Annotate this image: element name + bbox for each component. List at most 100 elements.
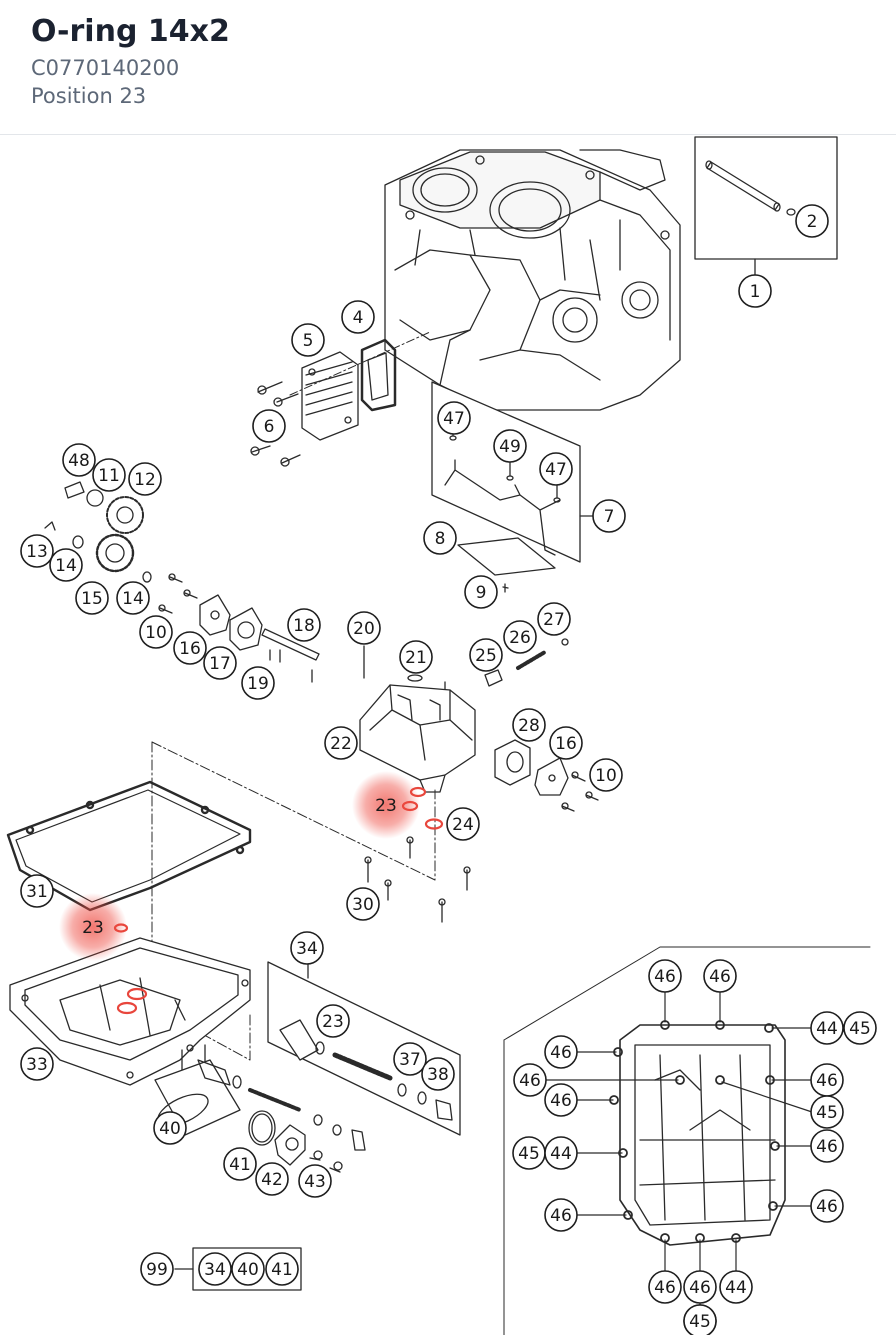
callout-28[interactable]: 28 — [512, 708, 546, 742]
callout-99-label: 99 — [146, 1260, 168, 1280]
callout-43[interactable]: 43 — [298, 1164, 332, 1198]
callout-17[interactable]: 17 — [203, 646, 237, 680]
callout-31[interactable]: 31 — [20, 874, 54, 908]
callout-33[interactable]: 33 — [20, 1047, 54, 1081]
callout-37[interactable]: 37 — [393, 1042, 427, 1076]
callout-16-label: 16 — [179, 639, 201, 659]
callout-26[interactable]: 26 — [503, 620, 537, 654]
callout-20[interactable]: 20 — [347, 611, 381, 645]
callout-47-label: 47 — [545, 460, 567, 480]
callout-1[interactable]: 1 — [738, 274, 772, 308]
callout-14[interactable]: 14 — [116, 581, 150, 615]
callout-12[interactable]: 12 — [128, 462, 162, 496]
callout-14[interactable]: 14 — [49, 548, 83, 582]
highlighted-callout-23[interactable]: 23 — [375, 796, 397, 816]
callout-30[interactable]: 30 — [346, 887, 380, 921]
callout-45-label: 45 — [518, 1144, 540, 1164]
callout-4-label: 4 — [353, 308, 364, 328]
callout-4[interactable]: 4 — [341, 300, 375, 334]
callout-27[interactable]: 27 — [537, 602, 571, 636]
callout-21[interactable]: 21 — [399, 640, 433, 674]
callout-47[interactable]: 47 — [437, 401, 471, 435]
callout-2[interactable]: 2 — [795, 204, 829, 238]
callout-15[interactable]: 15 — [75, 581, 109, 615]
callout-46-label: 46 — [689, 1278, 711, 1298]
callout-47[interactable]: 47 — [539, 452, 573, 486]
callout-46[interactable]: 46 — [544, 1083, 578, 1117]
callout-40[interactable]: 40 — [153, 1111, 187, 1145]
callout-46[interactable]: 46 — [648, 959, 682, 993]
callout-8[interactable]: 8 — [423, 521, 457, 555]
highlighted-callout-23[interactable]: 23 — [82, 918, 104, 938]
callout-7-circle — [592, 499, 626, 533]
callout-34-label: 34 — [296, 939, 318, 959]
callout-38[interactable]: 38 — [421, 1057, 455, 1091]
callout-33-circle — [20, 1047, 54, 1081]
callout-34[interactable]: 34 — [290, 931, 324, 965]
callout-46[interactable]: 46 — [544, 1198, 578, 1232]
callout-46[interactable]: 46 — [683, 1270, 717, 1304]
callout-27-circle — [537, 602, 571, 636]
callout-99[interactable]: 99 — [140, 1252, 174, 1286]
callout-48[interactable]: 48 — [62, 443, 96, 477]
callout-10-circle — [589, 758, 623, 792]
callout-42[interactable]: 42 — [255, 1162, 289, 1196]
part-position: Position 23 — [31, 84, 147, 108]
callout-44[interactable]: 44 — [719, 1270, 753, 1304]
callout-24[interactable]: 24 — [446, 807, 480, 841]
callout-46[interactable]: 46 — [703, 959, 737, 993]
callout-6[interactable]: 6 — [252, 409, 286, 443]
callout-46[interactable]: 46 — [810, 1189, 844, 1223]
callout-48-label: 48 — [68, 451, 90, 471]
callout-46-circle — [648, 959, 682, 993]
callout-22-label: 22 — [330, 734, 352, 754]
callout-2-circle — [795, 204, 829, 238]
callout-46[interactable]: 46 — [810, 1063, 844, 1097]
callout-18-circle — [287, 608, 321, 642]
callout-26-label: 26 — [509, 628, 531, 648]
callout-16[interactable]: 16 — [549, 726, 583, 760]
part-drawings — [6, 136, 871, 1335]
pin-drawing — [705, 160, 796, 216]
callout-22[interactable]: 22 — [324, 726, 358, 760]
callout-46-label: 46 — [550, 1206, 572, 1226]
callout-6-label: 6 — [264, 417, 275, 437]
callout-16[interactable]: 16 — [173, 631, 207, 665]
callout-45[interactable]: 45 — [512, 1136, 546, 1170]
callout-46-circle — [544, 1083, 578, 1117]
callout-11[interactable]: 11 — [92, 458, 126, 492]
callout-45[interactable]: 45 — [843, 1011, 877, 1045]
callout-45[interactable]: 45 — [810, 1095, 844, 1129]
callout-46[interactable]: 46 — [544, 1035, 578, 1069]
crankcase-drawing — [384, 149, 681, 411]
callout-9[interactable]: 9 — [464, 575, 498, 609]
callout-23[interactable]: 23 — [316, 1004, 350, 1038]
callout-49[interactable]: 49 — [493, 429, 527, 463]
callout-7[interactable]: 7 — [592, 499, 626, 533]
callout-34[interactable]: 34 — [198, 1252, 232, 1286]
callout-46-label: 46 — [654, 967, 676, 987]
callout-18-label: 18 — [293, 616, 315, 636]
callout-9-circle — [464, 575, 498, 609]
callout-19[interactable]: 19 — [241, 666, 275, 700]
callout-40[interactable]: 40 — [231, 1252, 265, 1286]
callout-40-label: 40 — [159, 1119, 181, 1139]
callout-25[interactable]: 25 — [469, 638, 503, 672]
callout-40-circle — [153, 1111, 187, 1145]
callout-41[interactable]: 41 — [265, 1252, 299, 1286]
callout-46[interactable]: 46 — [810, 1129, 844, 1163]
callout-10[interactable]: 10 — [589, 758, 623, 792]
callout-44[interactable]: 44 — [544, 1136, 578, 1170]
callout-45[interactable]: 45 — [683, 1304, 717, 1335]
callout-47-label: 47 — [443, 409, 465, 429]
callout-41[interactable]: 41 — [223, 1147, 257, 1181]
callout-44[interactable]: 44 — [810, 1011, 844, 1045]
callout-16-label: 16 — [555, 734, 577, 754]
callout-18[interactable]: 18 — [287, 608, 321, 642]
callout-10[interactable]: 10 — [139, 615, 173, 649]
callout-45-label: 45 — [849, 1019, 871, 1039]
callout-46[interactable]: 46 — [648, 1270, 682, 1304]
callout-13[interactable]: 13 — [20, 534, 54, 568]
callout-46[interactable]: 46 — [513, 1063, 547, 1097]
callout-5[interactable]: 5 — [291, 323, 325, 357]
